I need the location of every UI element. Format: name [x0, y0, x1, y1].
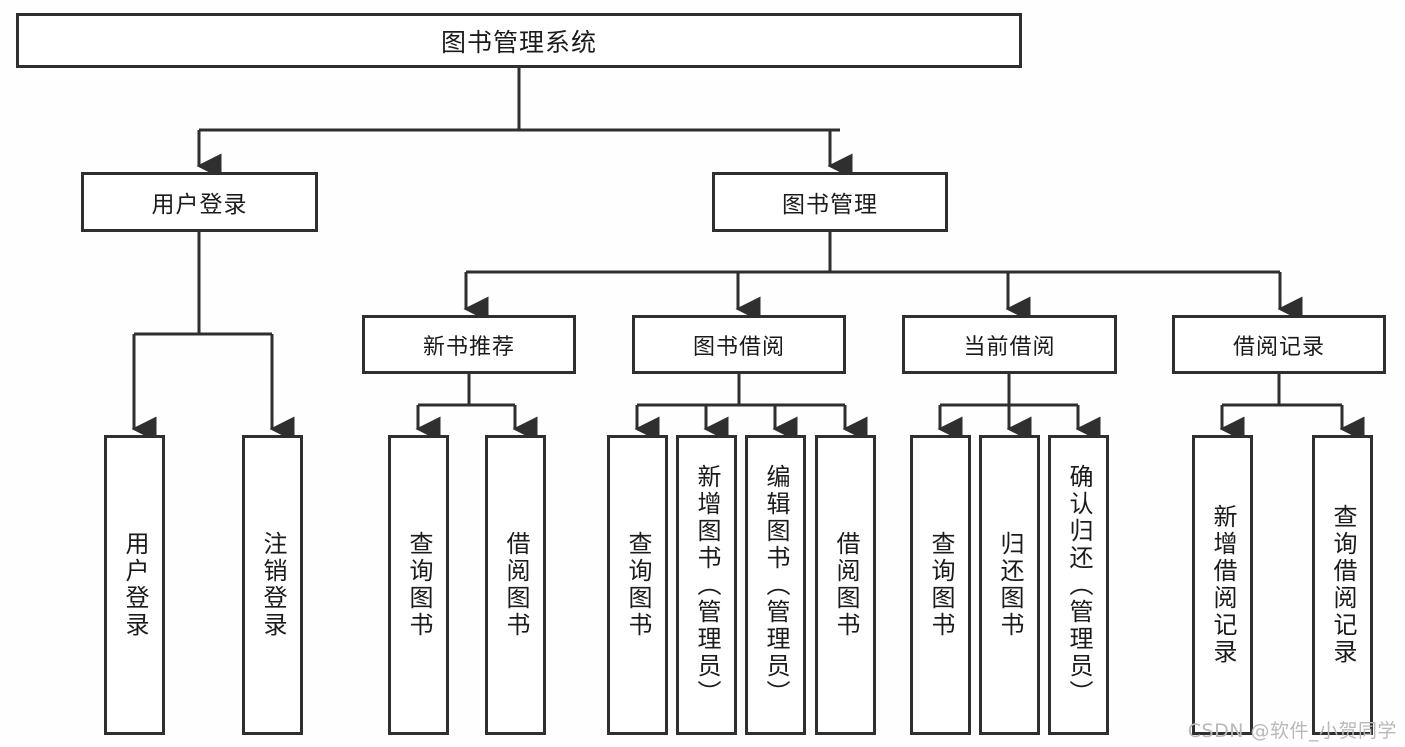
leaf-user-login-label: 用户登录 [120, 531, 149, 639]
node-borrow-record-label: 借阅记录 [1232, 334, 1325, 360]
leaf-bookborrow-add-book[interactable]: 新增图书（管理员） [676, 435, 737, 735]
leaf-currentborrow-return-book-label: 归还图书 [995, 531, 1024, 639]
leaf-bookborrow-query-book-label: 查询图书 [623, 531, 652, 639]
node-user-login[interactable]: 用户登录 [81, 172, 318, 232]
leaf-newbook-borrow-book-label: 借阅图书 [501, 531, 530, 639]
node-current-borrow[interactable]: 当前借阅 [902, 315, 1117, 374]
node-root-label: 图书管理系统 [440, 27, 597, 57]
leaf-borrowrecord-add-record-label: 新增借阅记录 [1208, 504, 1237, 666]
node-new-book-recommend[interactable]: 新书推荐 [362, 315, 576, 374]
leaf-logout[interactable]: 注销登录 [242, 435, 303, 735]
leaf-currentborrow-query-book-inner: 查询图书 [913, 438, 968, 732]
node-book-borrow-label: 图书借阅 [692, 334, 785, 360]
leaf-currentborrow-confirm-return-label: 确认归还（管理员） [1064, 463, 1093, 707]
leaf-currentborrow-query-book[interactable]: 查询图书 [910, 435, 971, 735]
leaf-bookborrow-borrow-book-label: 借阅图书 [831, 531, 860, 639]
leaf-currentborrow-return-book[interactable]: 归还图书 [979, 435, 1040, 735]
node-user-login-label: 用户登录 [151, 192, 248, 218]
leaf-newbook-query-book[interactable]: 查询图书 [388, 435, 449, 735]
leaf-newbook-query-book-label: 查询图书 [404, 531, 433, 639]
node-book-borrow[interactable]: 图书借阅 [632, 315, 846, 374]
leaf-bookborrow-borrow-book[interactable]: 借阅图书 [815, 435, 876, 735]
leaf-bookborrow-query-book[interactable]: 查询图书 [607, 435, 668, 735]
leaf-logout-inner: 注销登录 [245, 438, 300, 732]
leaf-borrowrecord-query-record-label: 查询借阅记录 [1328, 504, 1357, 666]
leaf-logout-label: 注销登录 [258, 531, 287, 639]
leaf-borrowrecord-add-record[interactable]: 新增借阅记录 [1192, 435, 1253, 735]
leaf-bookborrow-edit-book-inner: 编辑图书（管理员） [748, 438, 803, 732]
leaf-currentborrow-query-book-label: 查询图书 [926, 531, 955, 639]
leaf-bookborrow-edit-book[interactable]: 编辑图书（管理员） [745, 435, 806, 735]
node-current-borrow-label: 当前借阅 [963, 334, 1056, 360]
leaf-borrowrecord-query-record-inner: 查询借阅记录 [1315, 438, 1370, 732]
watermark-text: CSDN @软件_小贺同学 [1187, 720, 1397, 742]
leaf-user-login[interactable]: 用户登录 [104, 435, 165, 735]
leaf-newbook-borrow-book[interactable]: 借阅图书 [485, 435, 546, 735]
leaf-bookborrow-edit-book-label: 编辑图书（管理员） [761, 463, 790, 707]
node-new-book-recommend-label: 新书推荐 [422, 334, 515, 360]
leaf-currentborrow-return-book-inner: 归还图书 [982, 438, 1037, 732]
node-root-system[interactable]: 图书管理系统 [16, 13, 1022, 68]
leaf-user-login-inner: 用户登录 [107, 438, 162, 732]
leaf-bookborrow-add-book-label: 新增图书（管理员） [692, 463, 721, 707]
node-borrow-record[interactable]: 借阅记录 [1172, 315, 1386, 374]
leaf-bookborrow-query-book-inner: 查询图书 [610, 438, 665, 732]
leaf-currentborrow-confirm-return-inner: 确认归还（管理员） [1051, 438, 1106, 732]
node-book-management[interactable]: 图书管理 [712, 172, 948, 232]
leaf-bookborrow-borrow-book-inner: 借阅图书 [818, 438, 873, 732]
leaf-newbook-query-book-inner: 查询图书 [391, 438, 446, 732]
leaf-bookborrow-add-book-inner: 新增图书（管理员） [679, 438, 734, 732]
leaf-currentborrow-confirm-return[interactable]: 确认归还（管理员） [1048, 435, 1109, 735]
leaf-borrowrecord-query-record[interactable]: 查询借阅记录 [1312, 435, 1373, 735]
node-book-management-label: 图书管理 [782, 192, 878, 218]
leaf-newbook-borrow-book-inner: 借阅图书 [488, 438, 543, 732]
leaf-borrowrecord-add-record-inner: 新增借阅记录 [1195, 438, 1250, 732]
